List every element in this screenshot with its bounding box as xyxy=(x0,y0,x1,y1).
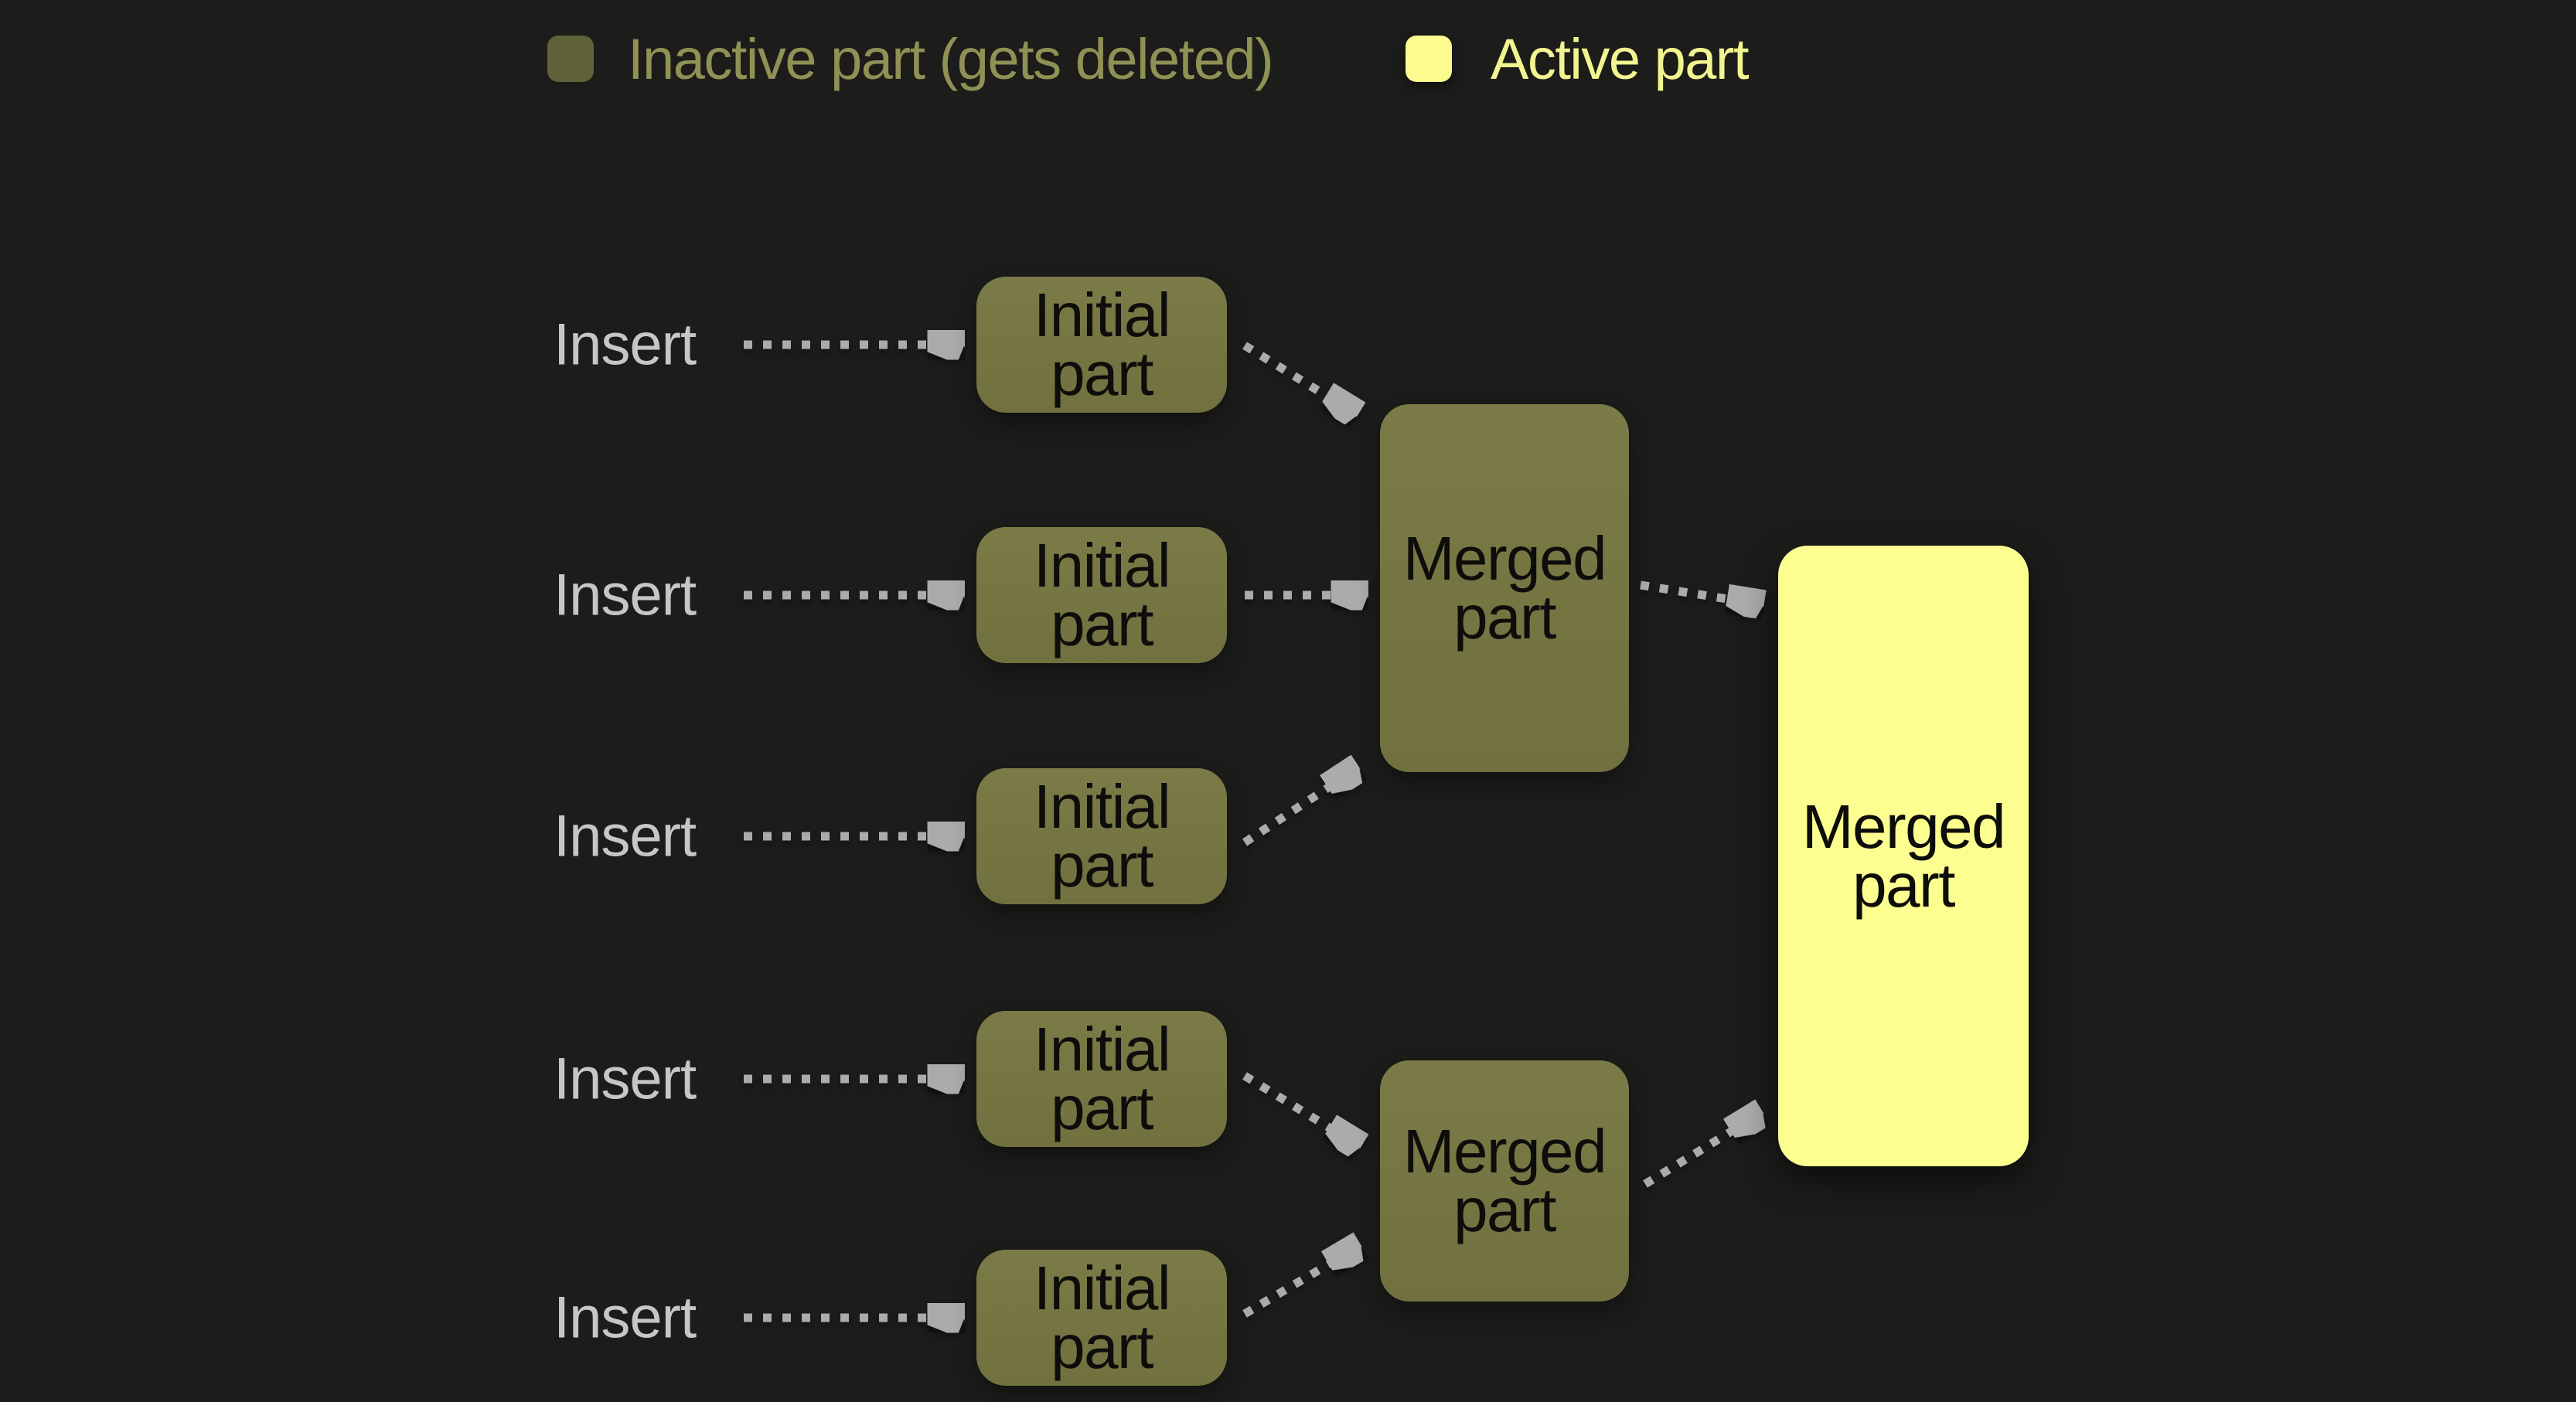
arrow-initial4-to-merged2 xyxy=(1242,1072,1354,1143)
arrow-merged1-to-final xyxy=(1640,585,1757,604)
arrow-initial3-to-merged1 xyxy=(1242,771,1353,846)
merged-part-box-1: Merged part xyxy=(1380,404,1629,772)
initial-part-label-line1: Initial xyxy=(1033,281,1171,349)
arrow-initial5-to-merged2 xyxy=(1242,1249,1354,1318)
initial-part-box: Initial part xyxy=(976,1011,1227,1147)
initial-part-box: Initial part xyxy=(976,527,1227,663)
inactive-part-swatch xyxy=(547,36,594,82)
merged-part-box-final-active: Merged part xyxy=(1778,546,2029,1166)
initial-part-box: Initial part xyxy=(976,1250,1227,1386)
initial-part-label-line1: Initial xyxy=(1033,772,1171,841)
merged-part-label-line1: Merged xyxy=(1402,1117,1607,1186)
arrow-initial1-to-merged1 xyxy=(1242,342,1351,411)
merged-part-label-line2: part xyxy=(1453,583,1556,652)
initial-part-label-line2: part xyxy=(1051,339,1153,408)
merged-part-label-line2: part xyxy=(1852,850,1955,920)
initial-part-box: Initial part xyxy=(976,277,1227,413)
initial-part-box: Initial part xyxy=(976,768,1227,904)
initial-part-label-line1: Initial xyxy=(1033,1254,1171,1322)
initial-part-label-line2: part xyxy=(1051,1312,1153,1381)
insert-label: Insert xyxy=(554,803,697,869)
insert-label: Insert xyxy=(554,1046,697,1112)
active-part-legend-label: Active part xyxy=(1491,26,1750,91)
merged-part-label-line1: Merged xyxy=(1801,791,2006,861)
merged-part-label-line2: part xyxy=(1453,1176,1556,1244)
initial-part-label-line2: part xyxy=(1051,1074,1153,1142)
initial-part-label-line1: Initial xyxy=(1033,1015,1171,1084)
inactive-part-legend-label: Inactive part (gets deleted) xyxy=(628,26,1274,91)
active-part-swatch xyxy=(1406,36,1452,82)
initial-part-label-line2: part xyxy=(1051,831,1153,900)
insert-label: Insert xyxy=(554,562,697,628)
arrow-merged2-to-final xyxy=(1643,1116,1757,1188)
merged-part-label-line1: Merged xyxy=(1402,524,1607,593)
insert-label: Insert xyxy=(554,311,697,378)
initial-part-label-line2: part xyxy=(1051,590,1153,658)
insert-label: Insert xyxy=(554,1285,697,1351)
merged-part-box-2: Merged part xyxy=(1380,1060,1629,1302)
initial-part-label-line1: Initial xyxy=(1033,531,1171,600)
